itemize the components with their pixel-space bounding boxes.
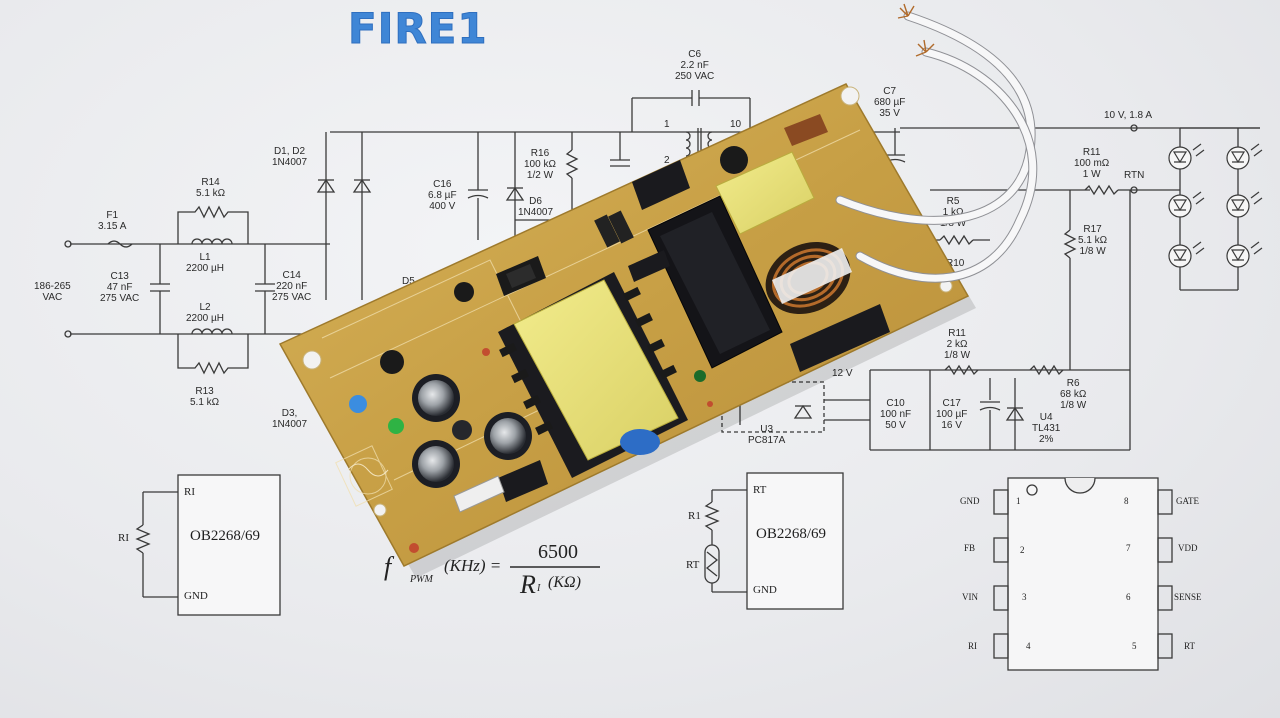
pin-name-rt: RT <box>1184 641 1195 651</box>
pin-num-2: 2 <box>1020 545 1025 555</box>
mid-ic-pin-gnd: GND <box>753 584 777 596</box>
label-input-voltage: 186-265 VAC <box>34 281 71 303</box>
pin-num-8: 8 <box>1124 496 1129 506</box>
label-r10: R10 <box>946 258 965 269</box>
label-tx-pin2: 2 <box>664 155 670 166</box>
left-ic-pin-gnd: GND <box>184 590 208 602</box>
pin-num-7: 7 <box>1126 543 1131 553</box>
label-r11-top: R11 100 mΩ 1 W <box>1074 147 1110 180</box>
formula-unit: (KHz) = <box>444 556 502 575</box>
formula-den-unit: (KΩ) <box>548 574 581 591</box>
mid-ic-res2-label: RT <box>686 559 700 571</box>
mid-ic-res1-label: R1 <box>688 510 701 522</box>
label-fuse: F1 3.15 A <box>98 210 127 232</box>
formula-den-sub: I <box>537 583 541 594</box>
label-tx-pin10: 10 <box>730 119 742 130</box>
label-d3: D3, 1N4007 <box>272 408 308 430</box>
pin-num-3: 3 <box>1022 592 1027 602</box>
formula-f: f <box>384 552 392 581</box>
mid-ic-pin-rt: RT <box>753 484 767 496</box>
pin-name-vdd: VDD <box>1178 543 1198 553</box>
left-ic-res-label: RI <box>118 532 129 544</box>
pin-name-gnd: GND <box>960 496 980 506</box>
label-l1: L1 2200 µH <box>186 252 225 274</box>
left-ic-pin-ri: RI <box>184 486 195 498</box>
label-c10: C10 100 nF 50 V <box>880 398 912 431</box>
mid-ic-name: OB2268/69 <box>756 526 827 542</box>
label-d1d2: D1, D2 1N4007 <box>272 146 308 168</box>
pin-num-5: 5 <box>1132 641 1137 651</box>
left-ic-name: OB2268/69 <box>190 528 261 544</box>
pin-name-gate: GATE <box>1176 496 1199 506</box>
formula-sub: PWM <box>410 574 433 585</box>
label-tx-pin1: 1 <box>664 119 670 130</box>
label-c16: C16 6.8 µF 400 V <box>428 179 457 212</box>
label-r14: R14 5.1 kΩ <box>196 177 226 199</box>
pin-num-1: 1 <box>1016 496 1021 506</box>
pin-name-fb: FB <box>964 543 976 553</box>
label-l2: L2 2200 µH <box>186 302 225 324</box>
label-c14: C14 220 nF 275 VAC <box>272 270 312 303</box>
formula-denominator: R <box>520 570 536 599</box>
label-d5: D5 <box>402 276 415 287</box>
label-r11-mid: R11 2 kΩ 1/8 W <box>944 328 971 361</box>
label-c6: C6 2.2 nF 250 VAC <box>675 49 715 82</box>
label-c7: C7 680 µF 35 V <box>874 86 906 119</box>
formula-numerator: 6500 <box>538 541 578 563</box>
pin-num-4: 4 <box>1026 641 1031 651</box>
pin-name-sense: SENSE <box>1174 592 1202 602</box>
label-r17: R17 5.1 kΩ 1/8 W <box>1078 224 1108 257</box>
brand-title: FIRE1 <box>348 4 488 54</box>
label-rtn: RTN <box>1124 170 1145 181</box>
label-r13: R13 5.1 kΩ <box>190 386 220 408</box>
label-output-rating: 10 V, 1.8 A <box>1104 110 1153 121</box>
label-d6: D6 1N4007 <box>518 196 554 218</box>
label-12v: 12 V <box>832 368 853 379</box>
pin-num-6: 6 <box>1126 592 1131 602</box>
label-u3: U3 PC817A <box>748 424 786 446</box>
pin-name-ri: RI <box>968 641 977 651</box>
label-c17: C17 100 µF 16 V <box>936 398 968 431</box>
label-c13: C13 47 nF 275 VAC <box>100 271 140 304</box>
label-r16: R16 100 kΩ 1/2 W <box>524 148 556 181</box>
label-r6: R6 68 kΩ 1/8 W <box>1060 378 1087 411</box>
pin-name-vin: VIN <box>962 592 978 602</box>
label-u4: U4 TL431 2% <box>1032 412 1061 445</box>
